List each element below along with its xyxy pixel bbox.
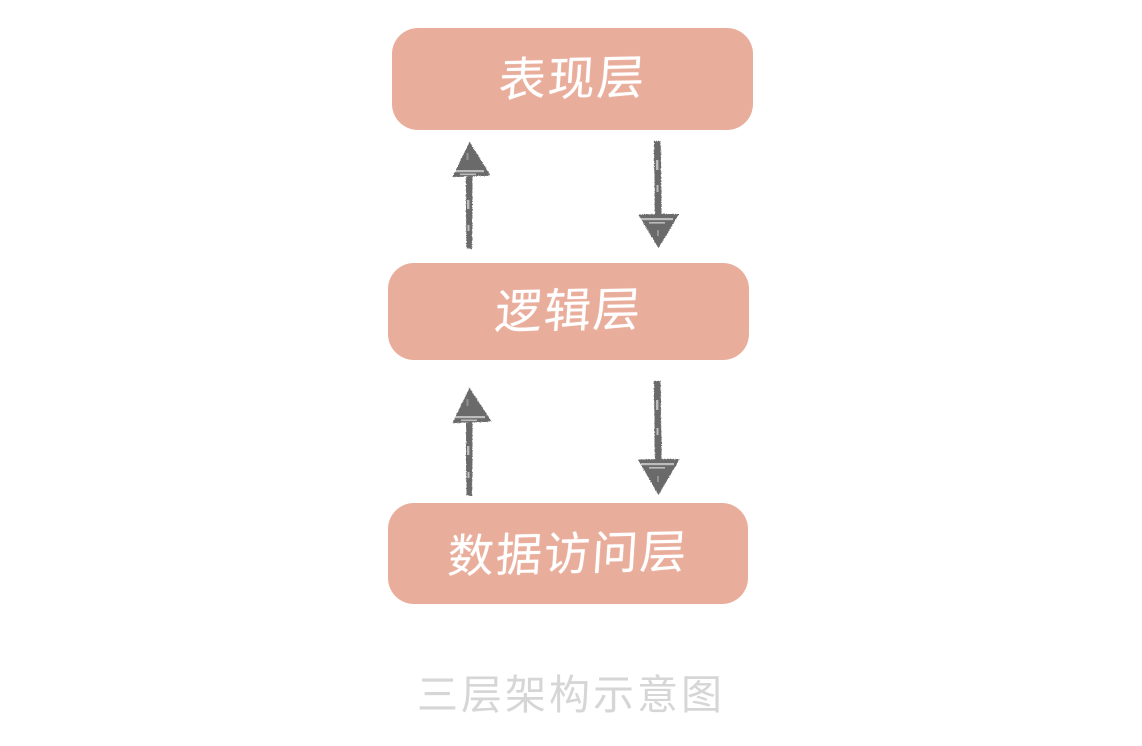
layer-label-logic: 逻辑层 — [493, 282, 644, 341]
layer-box-data-access[interactable]: 数据访问层 — [388, 503, 748, 604]
layer-label-data-access: 数据访问层 — [446, 523, 690, 584]
arrow-up-texture-2 — [454, 399, 485, 478]
connector-group-logic-data — [452, 381, 680, 496]
layer-box-presentation[interactable]: 表现层 — [392, 28, 753, 130]
connector-group-presentation-logic — [452, 141, 680, 249]
arrow-up-texture-1 — [454, 153, 484, 231]
layer-box-logic[interactable]: 逻辑层 — [388, 263, 749, 360]
arrow-down-texture-1 — [641, 160, 673, 236]
arrow-down-texture-2 — [641, 400, 674, 482]
arrow-down-logic-to-data[interactable] — [638, 381, 680, 495]
diagram-caption: 三层架构示意图 — [417, 671, 725, 719]
arrow-down-presentation-to-logic[interactable] — [638, 141, 680, 248]
arrow-up-data-to-logic[interactable] — [452, 388, 492, 496]
layer-label-presentation: 表现层 — [497, 49, 648, 109]
arrow-up-logic-to-presentation[interactable] — [452, 142, 491, 249]
